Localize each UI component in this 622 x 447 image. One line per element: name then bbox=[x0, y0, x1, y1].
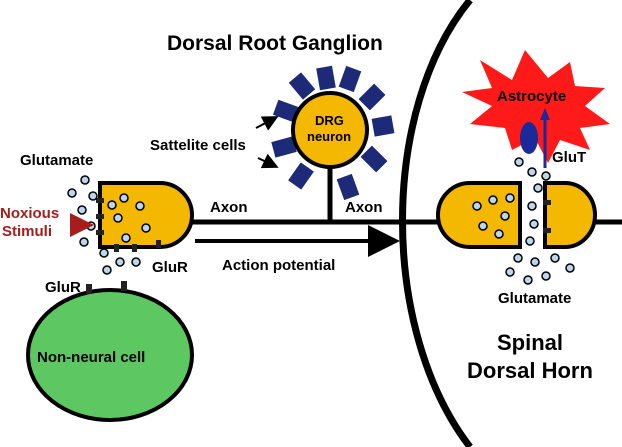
astrocyte-label: Astrocyte bbox=[497, 88, 566, 105]
satellite-arrow-2 bbox=[257, 153, 279, 169]
satellite-cell bbox=[288, 162, 314, 190]
non-neural-receptors bbox=[86, 281, 127, 294]
postsynaptic-terminal bbox=[543, 181, 597, 249]
astrocyte-star bbox=[462, 50, 610, 163]
satellite-cell bbox=[358, 83, 386, 111]
satellite-cell bbox=[288, 72, 316, 100]
glut-uptake-arrowhead bbox=[540, 108, 550, 120]
peripheral-terminal-vesicles bbox=[107, 193, 151, 243]
released-glutamate-right bbox=[505, 157, 575, 285]
satellite-cells-label: Sattelite cells bbox=[150, 137, 246, 154]
glur-label-right: GluR bbox=[152, 259, 188, 276]
spinal-label-1: Spinal bbox=[497, 330, 563, 355]
glutamate-label-left: Glutamate bbox=[20, 152, 93, 169]
non-neural-cell-label: Non-neural cell bbox=[37, 349, 145, 366]
glut-transporter bbox=[520, 122, 538, 154]
spinal-label-2: Dorsal Horn bbox=[467, 358, 593, 383]
satellite-cells bbox=[271, 65, 395, 201]
presynaptic-vesicles bbox=[472, 193, 515, 239]
satellite-cell bbox=[338, 65, 362, 93]
satellite-cell bbox=[316, 65, 336, 91]
drg-neuron-label-2: neuron bbox=[307, 129, 351, 144]
satellite-cell bbox=[272, 99, 300, 123]
axon-label-left: Axon bbox=[210, 199, 248, 216]
glut-label: GluT bbox=[552, 149, 586, 166]
glutamate-label-right: Glutamate bbox=[498, 290, 571, 307]
non-neural-cell bbox=[26, 288, 194, 422]
satellite-cell bbox=[360, 145, 388, 173]
noxious-label-2: Stimuli bbox=[2, 223, 52, 240]
satellite-cell bbox=[336, 173, 360, 201]
title: Dorsal Root Ganglion bbox=[167, 32, 383, 55]
satellite-cell bbox=[371, 115, 395, 137]
axon-label-right: Axon bbox=[345, 199, 383, 216]
noxious-label-1: Noxious bbox=[0, 205, 59, 222]
postsynaptic-receptors bbox=[543, 200, 551, 233]
glur-label-left: GluR bbox=[45, 279, 81, 296]
satellite-arrow-1 bbox=[255, 116, 279, 131]
satellite-cell bbox=[271, 136, 297, 158]
action-potential-label: Action potential bbox=[222, 257, 335, 274]
drg-neuron-label-1: DRG bbox=[315, 113, 344, 128]
peripheral-terminal bbox=[98, 181, 194, 249]
peripheral-receptors bbox=[96, 198, 161, 252]
